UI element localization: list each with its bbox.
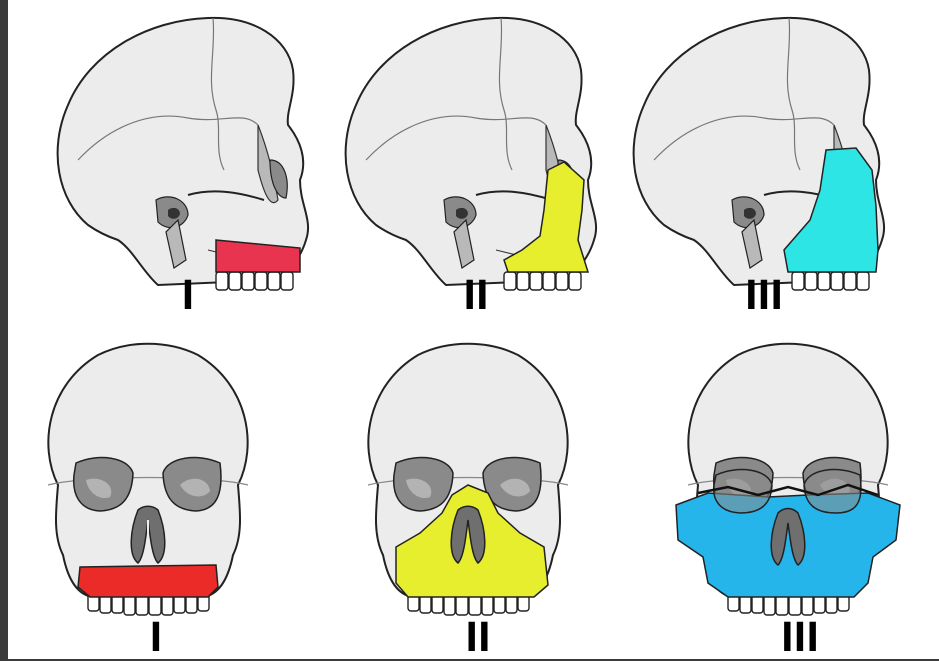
frontal-skull-type-2	[368, 344, 568, 615]
frontal-skull-type-1	[48, 344, 248, 615]
figure-frame: I II III I II III	[8, 0, 939, 659]
label-lateral-type-3: III	[705, 276, 824, 316]
frontal-skull-type-3	[676, 344, 900, 615]
lateral-skull-type-3	[634, 18, 884, 290]
lateral-skull-type-1	[58, 18, 308, 290]
label-lateral-type-2: II	[417, 276, 536, 316]
lateral-skull-type-2	[346, 18, 596, 290]
le-fort-diagram	[8, 0, 939, 659]
fracture-region	[78, 565, 218, 597]
label-lateral-type-1: I	[129, 276, 248, 316]
label-frontal-type-3: III	[741, 618, 860, 658]
label-frontal-type-2: II	[419, 618, 538, 658]
label-frontal-type-1: I	[97, 618, 216, 658]
